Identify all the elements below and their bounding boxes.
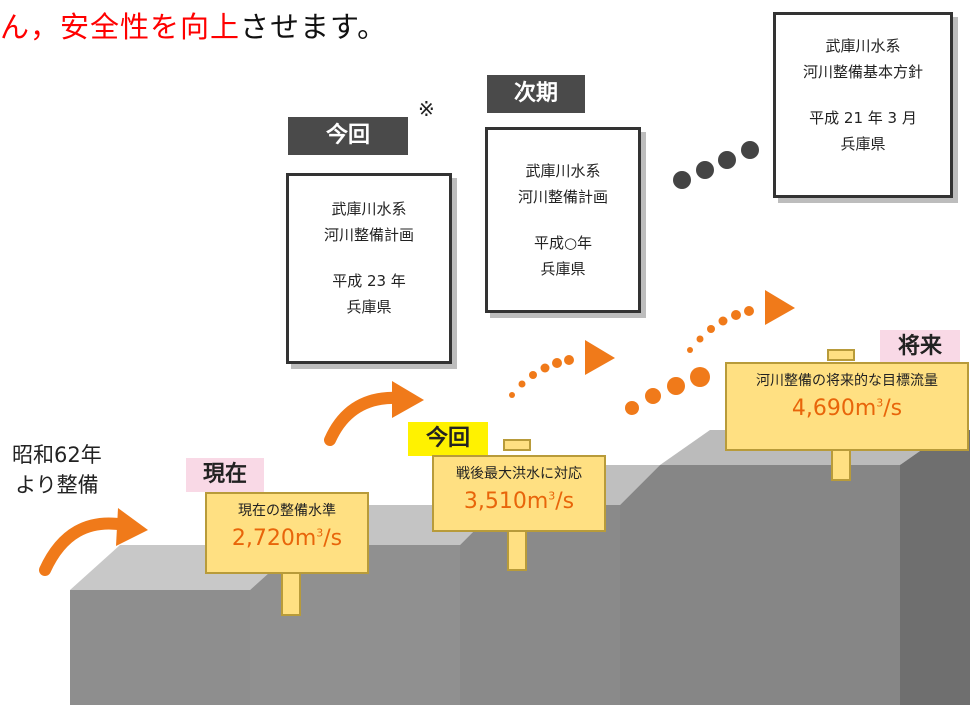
sign-future-label: 河川整備の将来的な目標流量 xyxy=(756,373,938,389)
sign-present-value: 2,720m3/s xyxy=(207,526,367,551)
tag-future: 将来 xyxy=(880,330,960,364)
sign-this-time: 戦後最大洪水に対応 3,510m3/s xyxy=(432,455,606,532)
sign-present-number: 2,720m xyxy=(231,526,317,551)
signpost-thistime-cap xyxy=(503,439,531,451)
signpost-future xyxy=(831,449,851,481)
doc-current-plan: 武庫川水系 河川整備計画 平成 23 年 兵庫県 xyxy=(286,173,452,364)
arrow-solid-1-head xyxy=(116,508,148,546)
doc-next-line1: 武庫川水系 xyxy=(525,162,601,180)
stair-step-4-front xyxy=(620,430,970,705)
left-note-line2: より整備 xyxy=(15,473,99,497)
arrow-solid-1 xyxy=(39,517,131,576)
arrow-dotted-1 xyxy=(509,340,615,398)
stair-step-3-front xyxy=(460,505,620,705)
doc-current-line1: 武庫川水系 xyxy=(331,200,407,218)
left-note-line1: 昭和62年 xyxy=(12,443,102,467)
arrow-solid-2 xyxy=(324,391,406,446)
sign-future-unit-sup: 3 xyxy=(876,396,884,410)
sign-future-number: 4,690m xyxy=(791,396,877,421)
sign-this-time-label: 戦後最大洪水に対応 xyxy=(456,466,582,482)
sign-future-value: 4,690m3/s xyxy=(727,396,967,421)
left-note: 昭和62年 より整備 xyxy=(12,440,102,500)
sign-this-time-unit-tail: /s xyxy=(555,489,575,514)
headline: ん，安全性を向上させます。 xyxy=(0,4,387,46)
tag-this-time: 今回 xyxy=(408,422,488,456)
stair-step-2-front xyxy=(250,545,460,705)
doc-current-line4: 兵庫県 xyxy=(346,298,392,316)
tag-current-plan: 今回 xyxy=(288,117,408,155)
sign-future-unit-tail: /s xyxy=(883,396,903,421)
doc-next-line4: 兵庫県 xyxy=(540,260,586,278)
note-mark: ※ xyxy=(418,97,435,121)
arrow-dotted-2 xyxy=(687,290,795,353)
sign-future: 河川整備の将来的な目標流量 4,690m3/s xyxy=(725,362,969,451)
dot-chain-dark xyxy=(673,141,759,189)
doc-current-line3: 平成 23 年 xyxy=(332,272,406,290)
arrow-solid-2-head xyxy=(392,381,424,418)
tag-next-plan: 次期 xyxy=(487,75,585,113)
sign-present-label: 現在の整備水準 xyxy=(238,503,336,519)
sign-present-unit-tail: /s xyxy=(323,526,343,551)
sign-this-time-value: 3,510m3/s xyxy=(434,489,604,514)
headline-red-text: ん，安全性を向上 xyxy=(0,10,241,44)
doc-next-line2: 河川整備計画 xyxy=(517,188,608,206)
doc-next-plan: 武庫川水系 河川整備計画 平成○年 兵庫県 xyxy=(485,127,641,313)
sign-this-time-unit-sup: 3 xyxy=(548,489,556,503)
sign-present-unit-sup: 3 xyxy=(316,526,324,540)
stair-side-shade xyxy=(900,430,970,705)
headline-black-text: させます。 xyxy=(240,10,388,44)
doc-basic-line3: 平成 21 年 3 月 xyxy=(809,109,917,127)
tag-present: 現在 xyxy=(186,458,264,492)
doc-basic-line1: 武庫川水系 xyxy=(825,37,901,55)
stair-step-1-front xyxy=(70,590,250,705)
doc-basic-policy: 武庫川水系 河川整備基本方針 平成 21 年 3 月 兵庫県 xyxy=(773,12,953,198)
doc-current-line2: 河川整備計画 xyxy=(323,226,414,244)
sign-this-time-number: 3,510m xyxy=(463,489,549,514)
signpost-future-cap xyxy=(827,349,855,361)
doc-basic-line2: 河川整備基本方針 xyxy=(802,63,923,81)
doc-next-line3: 平成○年 xyxy=(533,234,593,252)
doc-basic-line4: 兵庫県 xyxy=(840,135,886,153)
sign-present: 現在の整備水準 2,720m3/s xyxy=(205,492,369,574)
dot-chain-orange xyxy=(625,367,710,415)
